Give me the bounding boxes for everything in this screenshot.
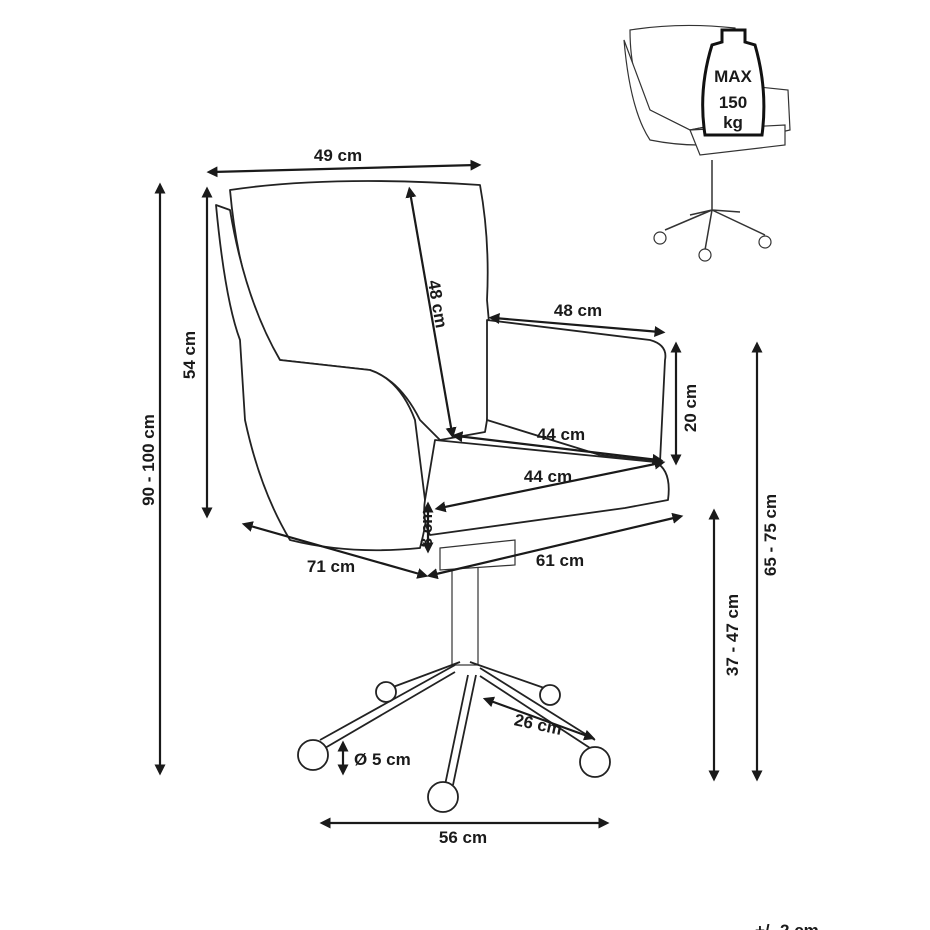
max-load-value: 150 <box>719 93 747 112</box>
max-load-illustration: MAX 150 kg <box>623 24 791 262</box>
max-load-label: MAX <box>714 67 752 86</box>
label-backrest-height: 54 cm <box>180 331 199 379</box>
label-seat-depth: 44 cm <box>524 467 572 486</box>
label-overall-depth: 71 cm <box>307 557 355 576</box>
label-armrest-height: 20 cm <box>681 384 700 432</box>
wheels <box>297 681 611 813</box>
chair-illustration <box>215 180 670 813</box>
label-overall-width: 61 cm <box>536 551 584 570</box>
label-seat-width: 44 cm <box>537 425 585 444</box>
dimension-lines <box>154 159 763 829</box>
label-wheel-diameter: Ø 5 cm <box>354 750 411 769</box>
label-width-top: 49 cm <box>314 146 362 165</box>
label-armrest-length: 48 cm <box>554 301 602 320</box>
label-base-width: 56 cm <box>439 828 487 847</box>
seat-mechanism <box>439 539 516 571</box>
tolerance-note: +/- 2 cm <box>755 921 819 930</box>
max-load-unit: kg <box>723 113 743 132</box>
label-seat-height-floor: 37 - 47 cm <box>723 594 742 676</box>
label-seat-thickness: 8 cm <box>417 509 436 548</box>
label-arm-height-floor: 65 - 75 cm <box>761 494 780 576</box>
label-total-height: 90 - 100 cm <box>139 414 158 506</box>
weight-icon <box>701 28 766 137</box>
